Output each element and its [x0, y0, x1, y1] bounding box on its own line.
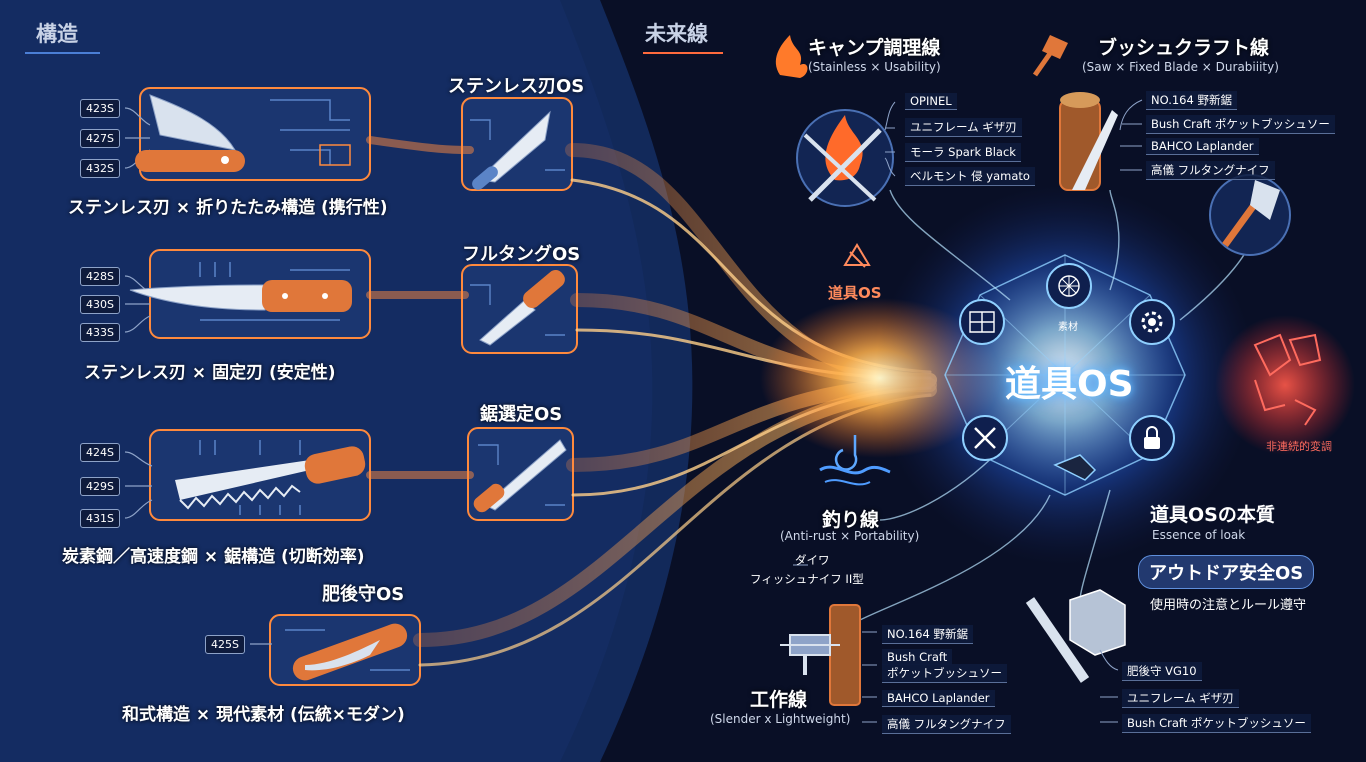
os-title-stainless: ステンレス刃OS [448, 76, 585, 97]
section-title-future: 未来線 [645, 22, 708, 46]
spec-box: 428S [80, 267, 120, 286]
core-icon-tools [962, 415, 1008, 461]
section-title-structure: 構造 [36, 22, 78, 46]
essence-title: 道具OSの本質 [1150, 504, 1275, 526]
tool-list-item: ユニフレーム ギザ刃 [1122, 689, 1239, 708]
craft-item: 高儀 フルタングナイフ [882, 715, 1011, 734]
red-flare [1215, 315, 1355, 455]
os-title-fulltang: フルタングOS [462, 244, 581, 265]
spec-connectors [124, 107, 272, 645]
bushcraft-title: ブッシュクラフト線 [1098, 37, 1270, 59]
camp-emblem [796, 109, 894, 207]
saw-icon [175, 446, 366, 510]
craft-item: Bush Craft [882, 649, 953, 665]
block-ruler-icon [1025, 589, 1126, 683]
craft-item: BAHCO Laplander [882, 690, 995, 707]
axe-icon [1032, 35, 1068, 77]
spec-box: 432S [80, 159, 120, 178]
dougu-small-icon [843, 243, 871, 268]
os-title-saw: 鋸選定OS [480, 404, 563, 425]
spec-box: 424S [80, 443, 120, 462]
camp-subtitle: (Stainless × Usability) [808, 60, 941, 74]
folding-knife-icon [135, 94, 245, 172]
discontinuous-label: 非連続的変調 [1266, 440, 1332, 453]
core-material-label: 素材 [1058, 322, 1078, 333]
higonokami-icon [292, 623, 408, 681]
caption-stainless-fixed: ステンレス刃 × 固定刃 (安定性) [84, 363, 336, 383]
broken-shapes [1253, 333, 1322, 426]
hatchet-icon [1209, 174, 1291, 256]
bushcraft-item: 高儀 フルタングナイフ [1146, 161, 1275, 180]
core-icon-network [959, 299, 1005, 345]
craft-subtitle: (Slender x Lightweight) [710, 712, 851, 726]
list-connectors [793, 99, 1143, 723]
core-icon-material [1046, 263, 1092, 309]
craft-title: 工作線 [750, 689, 808, 711]
camp-item: ベルモント 侵 yamato [905, 167, 1035, 186]
spec-box: 430S [80, 295, 120, 314]
spec-box: 431S [80, 509, 120, 528]
spec-box: 429S [80, 477, 120, 496]
core-icon-hammer [1053, 454, 1097, 481]
fishing-subtitle: (Anti-rust × Portability) [780, 529, 920, 543]
bushcraft-item: NO.164 野新鋸 [1146, 91, 1237, 110]
spec-box: 427S [80, 129, 120, 148]
essence-subtitle: Essence of loak [1152, 528, 1246, 542]
camp-item: OPINEL [905, 93, 957, 110]
camp-item: モーラ Spark Black [905, 143, 1021, 162]
core-icon-gear [1129, 299, 1175, 345]
tool-list-item: Bush Craft ポケットブッシュソー [1122, 714, 1311, 733]
fixed-knife-icon [129, 280, 352, 312]
chip-saw-icon [473, 439, 567, 513]
bushcraft-subtitle: (Saw × Fixed Blade × Durabiiity) [1082, 60, 1279, 74]
log-knife-icon [1059, 92, 1118, 191]
chip-knife-icon-1 [472, 110, 551, 190]
essence-note: 使用時の注意とルール遵守 [1150, 598, 1307, 613]
fishing-item: ダイワ [795, 553, 830, 567]
craft-item: ポケットブッシュソー [882, 664, 1007, 683]
bushcraft-item: Bush Craft ポケットブッシュソー [1146, 115, 1335, 134]
spec-box: 425S [205, 635, 245, 654]
core-icon-lock [1129, 415, 1175, 461]
fishing-item: フィッシュナイフ II型 [750, 572, 864, 586]
camp-item: ユニフレーム ギザ刃 [905, 118, 1022, 137]
craft-item: NO.164 野新鋸 [882, 625, 973, 644]
os-title-higonokami: 肥後守OS [322, 584, 405, 605]
camp-title: キャンプ調理線 [808, 37, 941, 59]
dougu-os-small-label: 道具OS [828, 284, 882, 302]
caption-japanese-modern: 和式構造 × 現代素材 (伝統×モダン) [122, 705, 405, 725]
chip-knife-icon-2 [479, 269, 565, 346]
spec-box: 433S [80, 323, 120, 342]
bushcraft-item: BAHCO Laplander [1146, 138, 1259, 155]
outdoor-safety-badge: アウトドア安全OS [1138, 555, 1315, 589]
fishing-title: 釣り線 [822, 509, 880, 531]
hook-icon [819, 435, 891, 486]
caption-stainless-folding: ステンレス刃 × 折りたたみ構造 (携行性) [68, 198, 388, 218]
core-label: 道具OS [1005, 364, 1134, 405]
tool-list-item: 肥後守 VG10 [1122, 662, 1202, 681]
flame-icon [775, 35, 808, 78]
wood-clamp-icon [780, 604, 861, 706]
spec-box: 423S [80, 99, 120, 118]
caption-carbon-saw: 炭素鋼／高速度鋼 × 鋸構造 (切断効率) [62, 547, 365, 567]
